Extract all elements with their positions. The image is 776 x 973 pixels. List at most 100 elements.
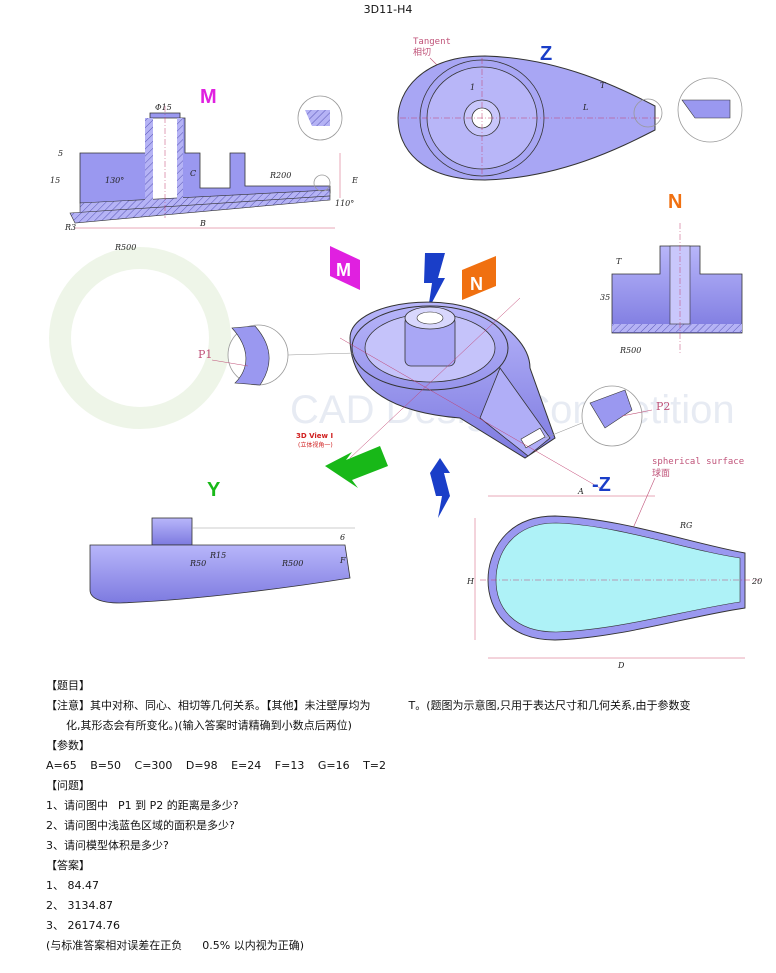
p2-label: P2: [656, 400, 670, 413]
z-dim-t: T: [600, 81, 606, 90]
negz-dim-a: A: [577, 487, 584, 496]
detail-m-shape: [305, 110, 330, 126]
iso-spout-slot: [520, 427, 546, 449]
tolerance-prefix: (与标准答案相对误差在正负: [46, 939, 183, 952]
problem-text: 【题目】 【注意】其中对称、同心、相切等几何关系。【其他】未注壁厚均为 T。(题图…: [46, 676, 766, 956]
tolerance-note: (与标准答案相对误差在正负 0.5% 以内视为正确): [46, 936, 766, 956]
p1-leader: [211, 359, 249, 367]
dim-5: 5: [58, 149, 63, 158]
iso-tag-negz: [430, 458, 450, 518]
dim-r500: R500: [114, 243, 136, 252]
detail-marker-m: [313, 174, 331, 192]
params-heading: 【参数】: [46, 739, 90, 752]
iso-caption-cn: (立体视角一): [298, 441, 333, 449]
dim-c: C: [190, 169, 196, 178]
z-detail-marker: [633, 98, 663, 128]
y-dim-r15: R15: [209, 551, 226, 560]
negz-dim-h: H: [466, 577, 475, 586]
section-m-base: [69, 195, 331, 224]
param-f: F=13: [274, 759, 305, 772]
dim-phi15: Φ15: [155, 103, 172, 112]
p2-detail-shape: [589, 389, 633, 429]
tangent-cn: 相切: [413, 46, 431, 58]
answer-3: 3、 26174.76: [46, 919, 120, 932]
param-b: B=50: [90, 759, 122, 772]
tangent-en: Tangent: [413, 37, 451, 47]
view-n: N T 35 R500: [600, 191, 743, 355]
param-g: G=16: [317, 759, 350, 772]
dim-b: B: [199, 219, 206, 228]
iso-tag-z: [424, 253, 445, 310]
page-title: 3D11-H4: [363, 3, 413, 16]
z-dim-1: 1: [470, 83, 475, 92]
iso-axis-2: [349, 297, 521, 459]
section-title-heading: 【题目】: [46, 679, 90, 692]
iso-tag-n: [462, 256, 496, 300]
z-detail-shape: [681, 99, 731, 119]
view-iso: M N 3D View I (立体视角一) P1 P2: [198, 246, 670, 518]
iso-label-n: N: [470, 274, 483, 294]
iso-axis-1: [339, 337, 601, 489]
note-line-2: 化,其形态会有所变化。)(输入答案时请精确到小数点后两位): [66, 719, 352, 732]
p1-connector: [287, 352, 356, 356]
y-dim-r50: R50: [189, 559, 206, 568]
p1-detail-shape: [231, 325, 270, 386]
p2-leader: [621, 409, 653, 417]
dim-15: 15: [50, 176, 60, 185]
param-e: E=24: [231, 759, 262, 772]
questions-heading: 【问题】: [46, 779, 90, 792]
dim-110: 110°: [335, 199, 354, 208]
n-dim-35: 35: [600, 293, 610, 302]
tolerance-value: 0.5% 以内视为正确): [202, 939, 305, 952]
iso-tag-y: [325, 446, 388, 488]
question-3: 3、请问模型体积是多少?: [46, 839, 169, 852]
y-body: [89, 544, 351, 604]
question-1-body: P1 到 P2 的距离是多少?: [118, 799, 239, 812]
answer-2: 2、 3134.87: [46, 899, 113, 912]
dim-130: 130°: [105, 176, 124, 185]
question-1: 1、请问图中 P1 到 P2 的距离是多少?: [46, 796, 766, 816]
section-m-hatch-hub: [145, 118, 153, 208]
iso-caption: 3D View I: [296, 432, 333, 440]
note-text-1: 【注意】其中对称、同心、相切等几何关系。【其他】未注壁厚均为: [46, 699, 371, 712]
iso-tag-m: [330, 246, 360, 290]
view-y: Y R50 R15 R500 6 F: [89, 479, 355, 604]
y-dim-f: F: [339, 556, 346, 565]
answer-1: 1、 84.47: [46, 879, 99, 892]
dim-r3: R3: [64, 223, 76, 232]
z-dim-l: L: [582, 103, 588, 112]
param-d: D=98: [185, 759, 218, 772]
view-label-m: M: [200, 86, 217, 108]
p2-connector: [544, 422, 583, 439]
negz-dim-rg: RG: [679, 521, 693, 530]
param-c: C=300: [134, 759, 173, 772]
question-1-prefix: 1、请问图中: [46, 799, 108, 812]
note-text-t: T。(题图为示意图,只用于表达尺寸和几何关系,由于参数变: [408, 699, 691, 712]
param-t: T=2: [363, 759, 387, 772]
section-m-body: [79, 112, 331, 204]
view-label-z: Z: [540, 43, 552, 65]
dim-e: E: [351, 176, 358, 185]
n-dim-t: T: [616, 257, 622, 266]
y-dim-r500: R500: [281, 559, 303, 568]
p1-label: P1: [198, 348, 212, 361]
param-a: A=65: [46, 759, 77, 772]
n-hatch-left: [612, 324, 742, 332]
view-z: Z Tangent 相切 1 L T: [397, 37, 743, 181]
n-dim-r500: R500: [619, 346, 641, 355]
section-m-hatch-wall: [177, 118, 183, 203]
view-label-negz: -Z: [592, 474, 611, 496]
y-dim-6: 6: [340, 533, 345, 542]
iso-label-m: M: [336, 260, 351, 280]
spherical-cn: 球面: [652, 467, 670, 479]
iso-hub-bore: [416, 311, 444, 325]
note-line-1: 【注意】其中对称、同心、相切等几何关系。【其他】未注壁厚均为 T。(题图为示意图,…: [46, 696, 766, 716]
question-2: 2、请问图中浅蓝色区域的面积是多少?: [46, 819, 235, 832]
params-line: A=65 B=50 C=300 D=98 E=24 F=13 G=16 T=2: [46, 756, 766, 776]
y-hub: [151, 517, 193, 546]
cyan-region: [495, 522, 741, 633]
answers-heading: 【答案】: [46, 859, 90, 872]
view-label-y: Y: [207, 479, 221, 501]
view-m: M Φ15 5 15 C R200 E 130° 110° R3 B R500: [50, 86, 358, 252]
view-label-n: N: [668, 191, 682, 213]
